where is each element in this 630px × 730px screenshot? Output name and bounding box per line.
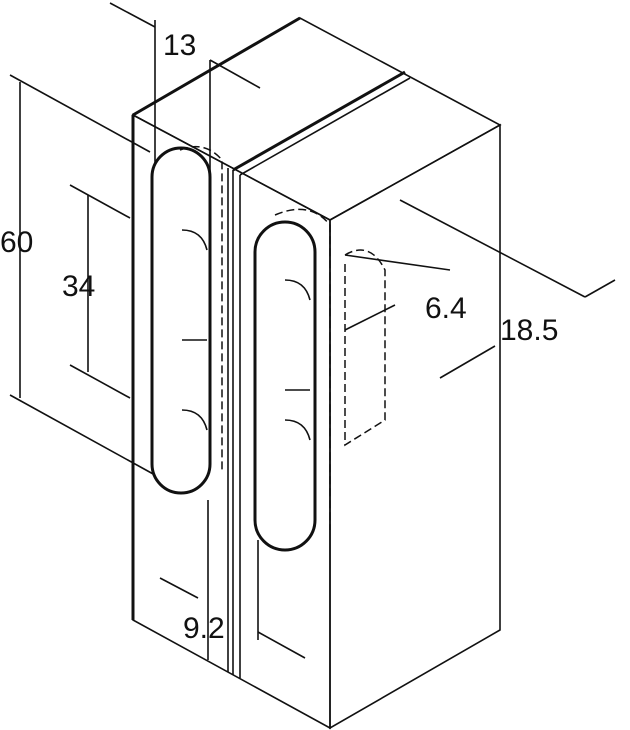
block-body	[131, 16, 502, 730]
right-face	[329, 123, 501, 730]
recess-left	[150, 145, 223, 495]
dim-60: 60	[0, 226, 33, 259]
left-face	[132, 113, 331, 730]
dim-13: 13	[163, 29, 196, 62]
dim-18-5: 18.5	[500, 314, 558, 347]
dim-9-2: 9.2	[183, 612, 225, 645]
dim-6-4: 6.4	[425, 292, 467, 325]
dim-34: 34	[62, 270, 95, 303]
dimension-lines	[9, 2, 616, 660]
recess-right	[253, 208, 386, 552]
